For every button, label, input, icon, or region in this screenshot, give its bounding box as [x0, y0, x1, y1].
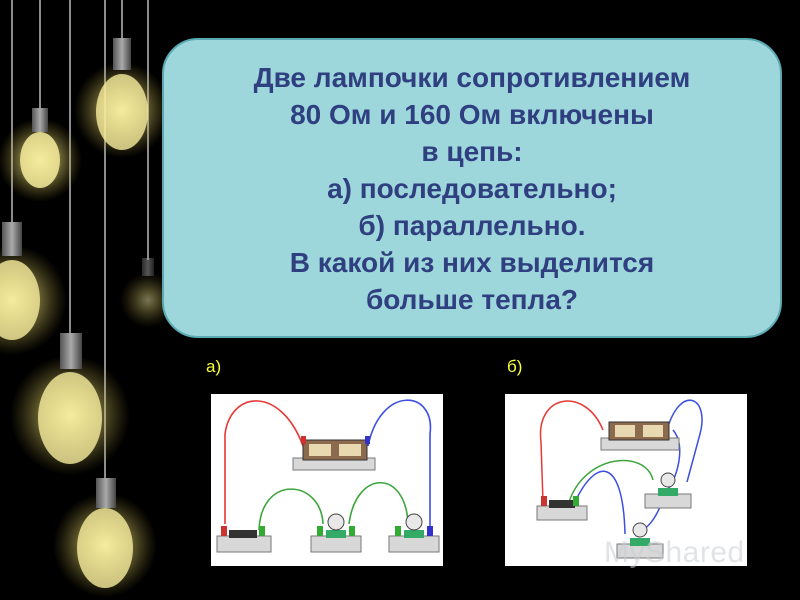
question-line: Две лампочки сопротивлением: [253, 61, 691, 93]
battery-icon: [292, 436, 376, 471]
green-wire: [258, 488, 324, 531]
series-circuit-diagram: [211, 394, 443, 566]
blue-wire: [666, 399, 703, 483]
blue-wire: [367, 399, 432, 530]
watermark: MyShared: [604, 536, 745, 569]
question-line: б) параллельно.: [358, 209, 586, 241]
question-line: а) последовательно;: [327, 172, 617, 204]
question-line: 80 Ом и 160 Ом включены: [290, 98, 654, 130]
red-wire: [224, 400, 304, 524]
blue-wire: [574, 470, 626, 535]
question-line: В какой из них выделится: [289, 246, 655, 278]
bulb-icon: [0, 222, 67, 355]
question-line: больше тепла?: [365, 283, 579, 315]
bulb-icon: [74, 38, 170, 158]
green-wire: [568, 459, 654, 503]
diagram-a-label: а): [206, 357, 222, 376]
red-wire: [539, 400, 604, 503]
bulb-icon: [10, 333, 130, 475]
switch-icon: [536, 496, 588, 521]
question-line: в цепь:: [421, 135, 523, 167]
parallel-circuit-diagram: [505, 394, 747, 566]
lamp-holder-icon: [388, 513, 440, 553]
battery-icon: [600, 421, 680, 451]
lamp-holder-icon: [644, 472, 692, 509]
bulb-icon: [53, 478, 157, 597]
lamp-holder-icon: [616, 522, 664, 559]
question-box: Две лампочки сопротивлением 80 Ом и 160 …: [162, 38, 782, 338]
bulb-icon: [0, 108, 82, 202]
green-wire: [348, 482, 409, 525]
diagram-b-label: б): [507, 357, 523, 376]
lamp-holder-icon: [310, 513, 362, 553]
switch-icon: [216, 526, 272, 553]
